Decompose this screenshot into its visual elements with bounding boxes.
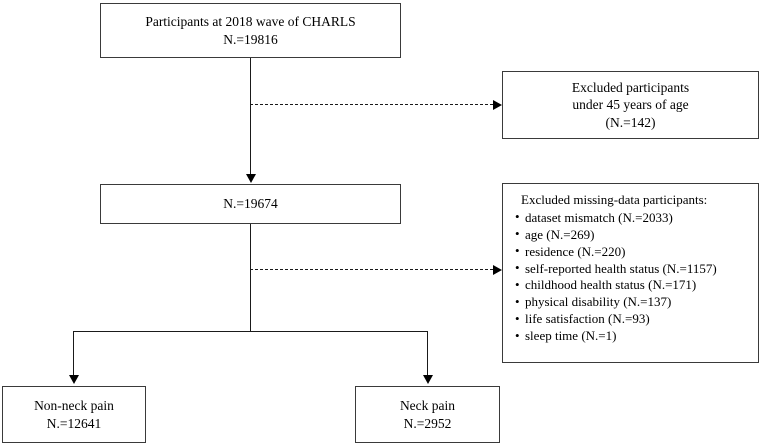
connector-split-to-neck xyxy=(427,331,428,376)
neck-count: N.=2952 xyxy=(403,415,452,431)
excl-age-line2: under 45 years of age xyxy=(572,97,689,113)
list-item: self-reported health status (N.=1157) xyxy=(515,260,717,278)
list-item: life satisfaction (N.=93) xyxy=(515,311,717,328)
list-item: physical disability (N.=137) xyxy=(515,294,717,311)
arrowhead-excluded-age xyxy=(493,99,502,110)
excl-missing-list: dataset mismatch (N.=2033) age (N.=269) … xyxy=(509,209,717,345)
node-excluded-missing-data: Excluded missing-data participants: data… xyxy=(502,183,759,363)
excl-age-count: (N.=142) xyxy=(605,114,656,130)
arrowhead-excluded-missing xyxy=(493,264,502,275)
node-source-cohort: Participants at 2018 wave of CHARLS N.=1… xyxy=(100,3,401,58)
connector-split-bar xyxy=(73,331,428,332)
non-neck-count: N.=12641 xyxy=(46,415,102,431)
node-non-neck-pain: Non-neck pain N.=12641 xyxy=(2,386,146,443)
excl-age-line1: Excluded participants xyxy=(571,80,690,96)
non-neck-label: Non-neck pain xyxy=(34,398,114,414)
connector-source-to-eligible xyxy=(250,58,251,175)
connector-dashed-excluded-missing xyxy=(250,269,493,270)
list-item: childhood health status (N.=171) xyxy=(515,277,717,294)
list-item: residence (N.=220) xyxy=(515,243,717,261)
arrowhead-non-neck xyxy=(68,375,79,384)
connector-dashed-excluded-age xyxy=(250,104,493,105)
eligible-count: N.=19674 xyxy=(223,196,278,212)
list-item: dataset mismatch (N.=2033) xyxy=(515,209,717,227)
excl-missing-header: Excluded missing-data participants: xyxy=(521,192,708,207)
arrowhead-neck xyxy=(422,375,433,384)
arrowhead-eligible xyxy=(245,174,256,183)
neck-label: Neck pain xyxy=(399,398,456,414)
list-item: sleep time (N.=1) xyxy=(515,328,717,345)
node-excluded-under-45: Excluded participants under 45 years of … xyxy=(502,71,759,139)
node-neck-pain: Neck pain N.=2952 xyxy=(355,386,500,443)
list-item: age (N.=269) xyxy=(515,226,717,244)
connector-eligible-to-split xyxy=(250,224,251,332)
node-eligible-count: N.=19674 xyxy=(100,184,401,224)
source-title: Participants at 2018 wave of CHARLS xyxy=(145,14,356,30)
source-count: N.=19816 xyxy=(223,31,278,47)
connector-split-to-non-neck xyxy=(73,331,74,376)
